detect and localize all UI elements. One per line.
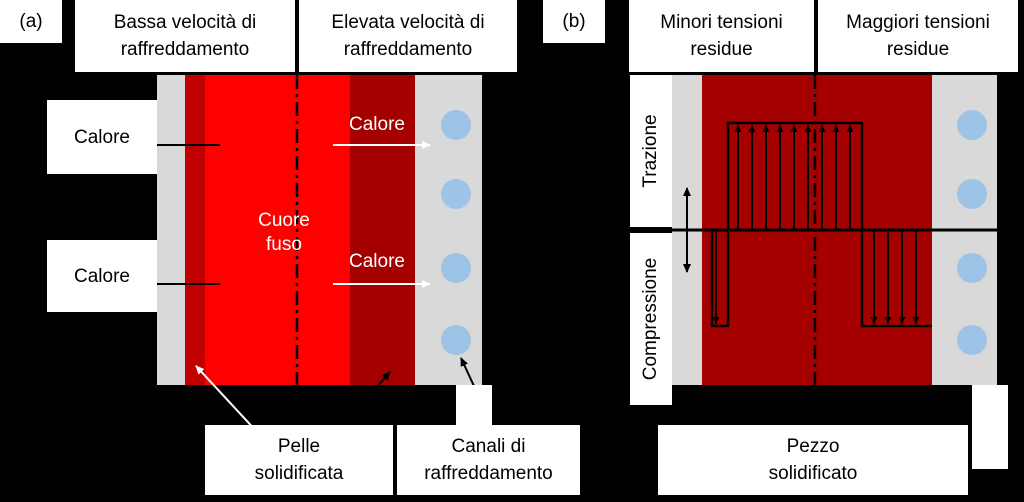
cooling-channel-icon xyxy=(441,110,471,140)
panel-b-tag: (b) xyxy=(543,0,605,43)
heat-label-right-top: Calore xyxy=(349,114,405,135)
part-label: Pezzo solidificato xyxy=(658,425,968,495)
cooling-channel-icon xyxy=(441,325,471,355)
higher-stress-label: Maggiori tensioni residue xyxy=(818,0,1018,72)
low-rate-label: Bassa velocità di raffreddamento xyxy=(75,0,295,72)
compression-label: Compressione xyxy=(630,233,672,405)
compression-arrows xyxy=(712,230,920,324)
molten-core xyxy=(205,75,350,385)
skin-pointer-left xyxy=(195,365,259,434)
stress-profile-right xyxy=(860,230,932,328)
heat-label-right-bottom: Calore xyxy=(349,251,405,272)
heat-label-left-top: Calore xyxy=(47,100,157,174)
skin-label: Pelle solidificata xyxy=(205,425,393,495)
channels-label: Canali di raffreddamento xyxy=(397,425,580,495)
skin-right xyxy=(350,75,415,385)
skin-left xyxy=(185,75,205,385)
heat-label-left-bottom: Calore xyxy=(47,240,157,312)
tension-label: Trazione xyxy=(630,75,672,227)
cooling-channel-icon xyxy=(441,179,471,209)
cooling-channel-icon xyxy=(957,253,987,283)
lower-stress-label: Minori tensioni residue xyxy=(629,0,814,72)
cooling-channel-icon xyxy=(957,110,987,140)
high-rate-label: Elevata velocità di raffreddamento xyxy=(299,0,517,72)
mold-wall-left xyxy=(157,75,185,385)
stress-profile xyxy=(710,121,864,328)
tension-arrows xyxy=(734,125,854,230)
skin-pointer-right xyxy=(335,371,391,434)
cooling-channel-icon xyxy=(441,253,471,283)
channels-label-tab xyxy=(456,385,492,425)
cooling-channel-icon xyxy=(957,179,987,209)
panel-a-tag: (a) xyxy=(0,0,62,43)
cooling-channel-icon xyxy=(957,325,987,355)
molten-core-label: Cuore fuso xyxy=(258,210,310,255)
part-label-tab xyxy=(972,385,1008,469)
